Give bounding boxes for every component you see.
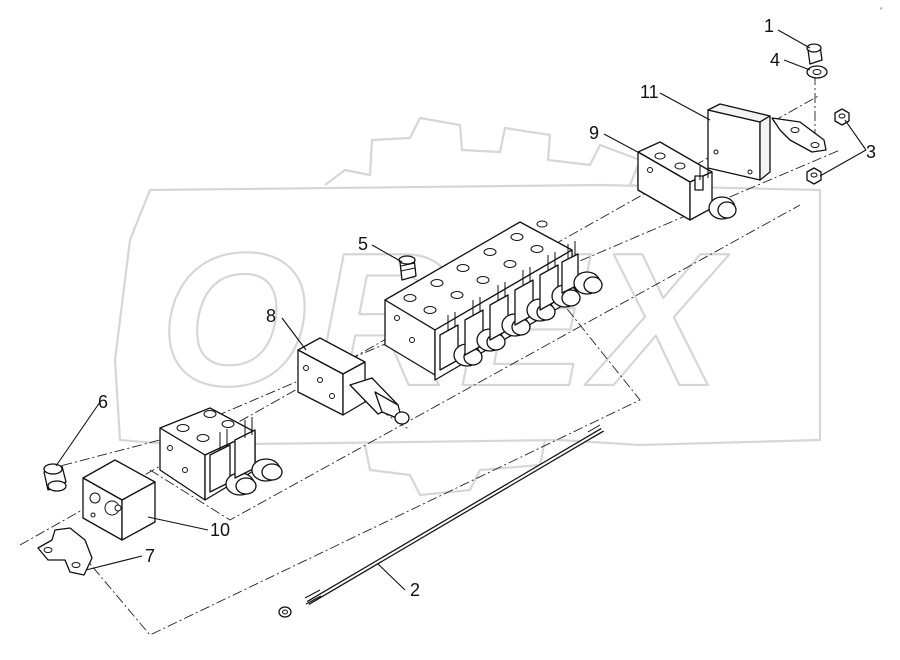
valve-bank-main (384, 220, 603, 381)
end-block-part-8 (297, 337, 410, 425)
valve-bank-ports (394, 220, 548, 343)
callout-2: 2 (410, 580, 420, 600)
mounting-bracket-upper (771, 117, 827, 153)
callout-11: 11 (640, 82, 659, 102)
callout-8: 8 (266, 306, 276, 326)
callout-1: 1 (764, 16, 774, 36)
washer-part-4 (806, 65, 828, 79)
valve-section-part-9 (637, 141, 737, 221)
valve-block-two-section (159, 407, 283, 501)
callout-labels: 1 4 3 11 9 5 8 6 10 7 2 (98, 16, 876, 600)
tie-rod-part-2 (278, 424, 605, 618)
fitting-part-6 (43, 463, 67, 492)
valve-bank-pins (447, 241, 576, 330)
callout-3: 3 (866, 142, 876, 162)
inlet-block-part-10 (82, 459, 156, 541)
callout-5: 5 (358, 234, 368, 254)
fitting-part-5 (398, 255, 417, 281)
callout-6: 6 (98, 392, 108, 412)
bolt-part-1 (806, 43, 823, 65)
callout-10: 10 (210, 520, 230, 540)
callout-4: 4 (770, 50, 780, 70)
nut-part-3b (806, 167, 822, 185)
callout-7: 7 (145, 546, 155, 566)
leader-lines (55, 29, 867, 591)
callout-9: 9 (589, 123, 599, 143)
valve-bank-solenoids (439, 253, 603, 371)
cover-plate-part-11 (707, 103, 771, 181)
corner-mark: e (880, 6, 883, 12)
mounting-bracket-part-7 (37, 527, 93, 576)
